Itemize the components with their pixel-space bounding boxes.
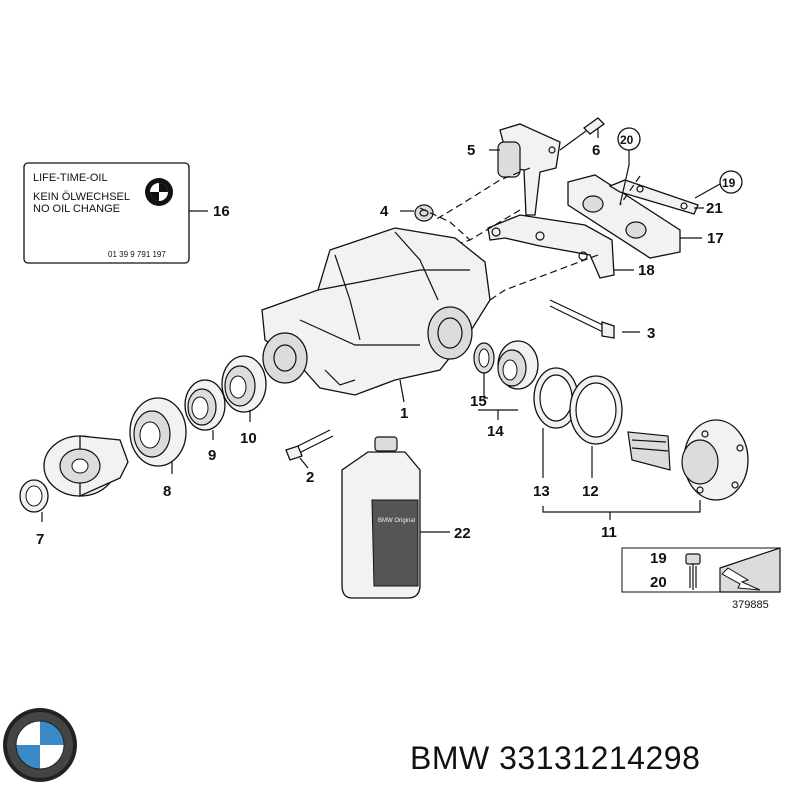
callout-15: 15 — [470, 393, 487, 410]
bmw-logo — [3, 708, 77, 782]
callout-7: 7 — [36, 531, 44, 548]
gasket-12 — [569, 375, 623, 445]
label-line-2: KEIN ÖLWECHSEL — [33, 191, 130, 203]
bolt-3 — [549, 299, 615, 339]
oil-label-card: LIFE-TIME-OIL KEIN ÖLWECHSEL NO OIL CHAN… — [23, 162, 190, 264]
bearing-14 — [497, 340, 539, 390]
callout-1: 1 — [400, 405, 408, 422]
seal-10 — [221, 355, 267, 413]
callout-18: 18 — [638, 262, 655, 279]
rubber-mount-17 — [567, 174, 681, 259]
callout-14: 14 — [487, 423, 504, 440]
footer-brand: BMW — [410, 740, 490, 776]
input-flange — [43, 435, 129, 498]
bolt-6 — [559, 117, 606, 151]
label-line-3: NO OIL CHANGE — [33, 203, 120, 215]
callout-10: 10 — [240, 430, 257, 447]
callout-16: 16 — [213, 203, 230, 220]
callout-22: 22 — [454, 525, 471, 542]
oil-bottle: BMW Original — [341, 436, 421, 599]
seal-15 — [473, 342, 495, 374]
callout-5: 5 — [467, 142, 475, 159]
callout-21: 21 — [706, 200, 723, 217]
callout-13: 13 — [533, 483, 550, 500]
mount-bracket — [497, 123, 561, 216]
bolt-2 — [285, 429, 334, 461]
callout-3: 3 — [647, 325, 655, 342]
callout-8: 8 — [163, 483, 171, 500]
differential-housing — [261, 227, 491, 396]
oil-bottle-text: BMW Original — [378, 518, 415, 524]
output-flange-11 — [627, 419, 749, 501]
footer-part-number: 33131214298 — [499, 740, 701, 776]
label-line-1: LIFE-TIME-OIL — [33, 172, 108, 184]
callout-6: 6 — [592, 142, 600, 159]
legend-20: 20 — [650, 574, 667, 591]
callout-12: 12 — [582, 483, 599, 500]
ring-7 — [19, 479, 49, 513]
callout-20-circled: 20 — [620, 133, 634, 147]
ring-9 — [184, 379, 226, 431]
callout-19-circled: 19 — [722, 176, 736, 190]
legend-box: 19 20 — [621, 547, 781, 593]
flange-ring-8 — [129, 397, 187, 467]
callout-9: 9 — [208, 447, 216, 464]
callout-2: 2 — [306, 469, 314, 486]
seal-ring-13 — [533, 367, 579, 429]
callout-17: 17 — [707, 230, 724, 247]
callout-4: 4 — [380, 203, 389, 220]
diagram-id: 379885 — [732, 599, 769, 611]
legend-19: 19 — [650, 550, 667, 567]
label-part-code: 01 39 9 791 197 — [108, 250, 166, 259]
footer-part-label: BMW 33131214298 — [410, 740, 700, 777]
callout-11: 11 — [601, 524, 617, 541]
bmw-logo-small — [145, 178, 173, 206]
bracket-18 — [487, 214, 615, 279]
